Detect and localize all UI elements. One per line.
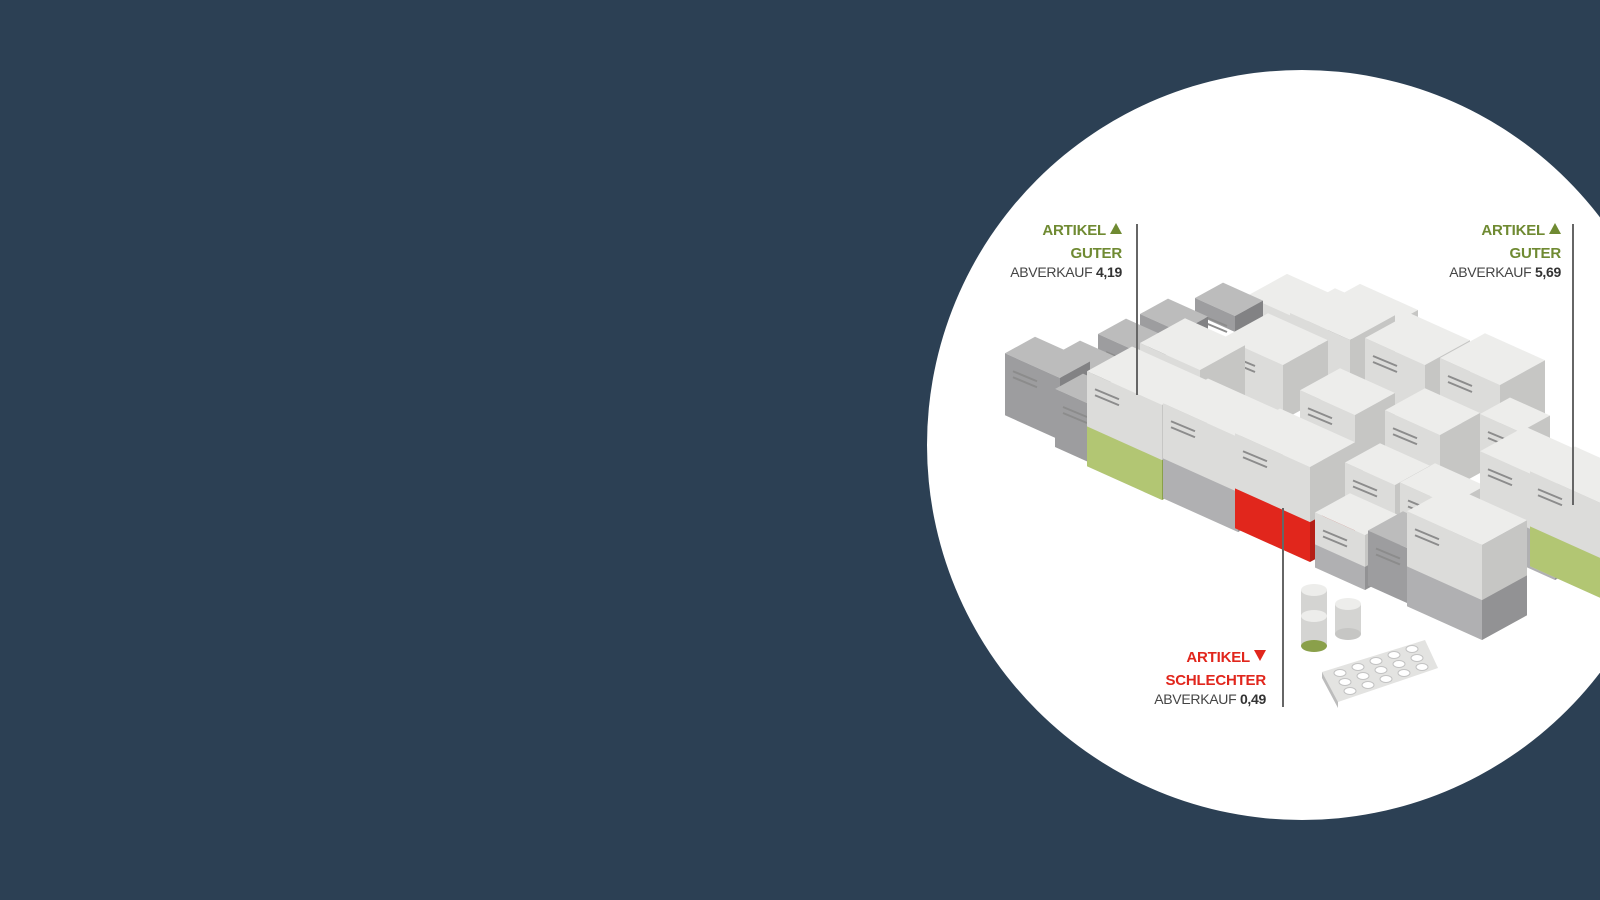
box-band	[1087, 426, 1162, 500]
box-label-stripe	[1375, 547, 1401, 560]
blister-pill	[1356, 672, 1370, 680]
blister-pill	[1405, 645, 1419, 653]
box-top	[1300, 368, 1395, 415]
blister-pack-edge	[1322, 672, 1338, 708]
box-label-stripe	[1242, 450, 1268, 463]
triangle-up-icon	[1110, 223, 1122, 234]
box-band	[1530, 526, 1600, 600]
box-label-stripe	[1242, 456, 1268, 469]
callout-metric: ABVERKAUF	[1449, 264, 1532, 280]
box-top	[1087, 346, 1207, 405]
box-top	[1223, 313, 1328, 365]
box-band-side	[1482, 575, 1527, 640]
box-face	[1195, 298, 1235, 332]
box-top	[1440, 333, 1545, 385]
box-band	[1407, 566, 1482, 640]
box-label-stripe	[1392, 427, 1418, 440]
box-label-stripe	[1094, 394, 1120, 407]
box-label-stripe	[1322, 529, 1348, 542]
box-label-stripe	[1352, 479, 1378, 492]
blister-pill	[1369, 657, 1383, 665]
box-label-stripe	[1372, 355, 1398, 367]
callout-value: 4,19	[1095, 264, 1122, 280]
box-label-stripe	[1322, 535, 1348, 548]
box-top	[1407, 486, 1527, 545]
callout-artikel-4-19: ARTIKEL GUTER ABVERKAUF 4,19	[1010, 223, 1122, 279]
box-label-stripe	[1307, 413, 1333, 426]
box-top	[1163, 378, 1283, 437]
box-label-stripe	[1447, 381, 1473, 393]
box-label-stripe	[1414, 528, 1440, 541]
box-top	[1480, 397, 1550, 432]
blister-pill	[1379, 675, 1393, 683]
box-label-stripe	[1537, 494, 1563, 507]
box-top	[1345, 443, 1430, 485]
box-label-stripe	[1062, 412, 1088, 424]
callout-artikel-5-69: ARTIKEL GUTER ABVERKAUF 5,69	[1449, 223, 1561, 279]
medicine-box-stack	[1005, 273, 1600, 708]
box-top	[1365, 313, 1470, 365]
pill-bottle	[1301, 640, 1327, 652]
callout-leader-lines	[1136, 224, 1574, 707]
pill-bottle	[1335, 628, 1361, 640]
callout-title: ARTIKEL	[1042, 222, 1106, 239]
blister-pill	[1351, 663, 1365, 671]
blister-pill	[1415, 663, 1429, 671]
box-label-stripe	[1372, 361, 1398, 373]
blister-pill	[1374, 666, 1388, 674]
box-top	[1195, 282, 1263, 316]
blister-pill	[1397, 669, 1411, 677]
box-top	[1290, 288, 1395, 340]
callout-rating: GUTER	[1070, 245, 1122, 262]
box-band	[1163, 458, 1238, 532]
blister-pill	[1343, 687, 1357, 695]
box-top	[1385, 388, 1480, 435]
box-label-stripe	[1487, 474, 1513, 487]
callout-rating: SCHLECHTER	[1165, 672, 1266, 689]
callout-value: 0,49	[1239, 691, 1266, 707]
pill-bottle	[1335, 598, 1361, 610]
box-label-stripe	[1307, 407, 1333, 420]
blister-pill	[1410, 654, 1424, 662]
box-top	[1315, 493, 1400, 535]
box-label-stripe	[1094, 388, 1120, 401]
box-label-stripe	[1537, 488, 1563, 501]
callout-rating: GUTER	[1509, 245, 1561, 262]
box-band	[1235, 488, 1310, 562]
box-label-stripe	[1352, 485, 1378, 498]
box-label-stripe	[1375, 553, 1401, 566]
box-label-stripe	[1012, 370, 1038, 383]
blister-pill	[1338, 678, 1352, 686]
box-label-stripe	[1414, 534, 1440, 547]
blister-pill	[1361, 681, 1375, 689]
box-top	[1140, 318, 1245, 370]
callout-value: 5,69	[1534, 264, 1561, 280]
callout-title: ARTIKEL	[1186, 649, 1250, 666]
callout-metric: ABVERKAUF	[1010, 264, 1093, 280]
box-label-stripe	[1170, 420, 1196, 433]
box-top	[1005, 336, 1090, 378]
blister-pill	[1387, 651, 1401, 659]
box-top	[1235, 408, 1355, 467]
pill-bottle	[1301, 584, 1327, 596]
box-label-stripe	[1447, 375, 1473, 387]
box-label-stripe	[1062, 406, 1088, 418]
pill-bottle	[1301, 610, 1327, 622]
box-face	[1005, 353, 1060, 440]
box-label-stripe	[1392, 433, 1418, 446]
box-side	[1235, 300, 1263, 332]
box-top	[1530, 446, 1600, 505]
box-label-stripe	[1170, 426, 1196, 439]
callout-title: ARTIKEL	[1481, 222, 1545, 239]
box-band	[1315, 544, 1365, 590]
triangle-down-icon	[1254, 650, 1266, 661]
box-label-stripe	[1487, 468, 1513, 481]
box-label-stripe	[1012, 376, 1038, 389]
callout-artikel-0-49: ARTIKEL SCHLECHTER ABVERKAUF 0,49	[1154, 650, 1266, 706]
blister-pill	[1333, 669, 1347, 677]
blister-pill	[1392, 660, 1406, 668]
triangle-up-icon	[1549, 223, 1561, 234]
callout-metric: ABVERKAUF	[1154, 691, 1237, 707]
